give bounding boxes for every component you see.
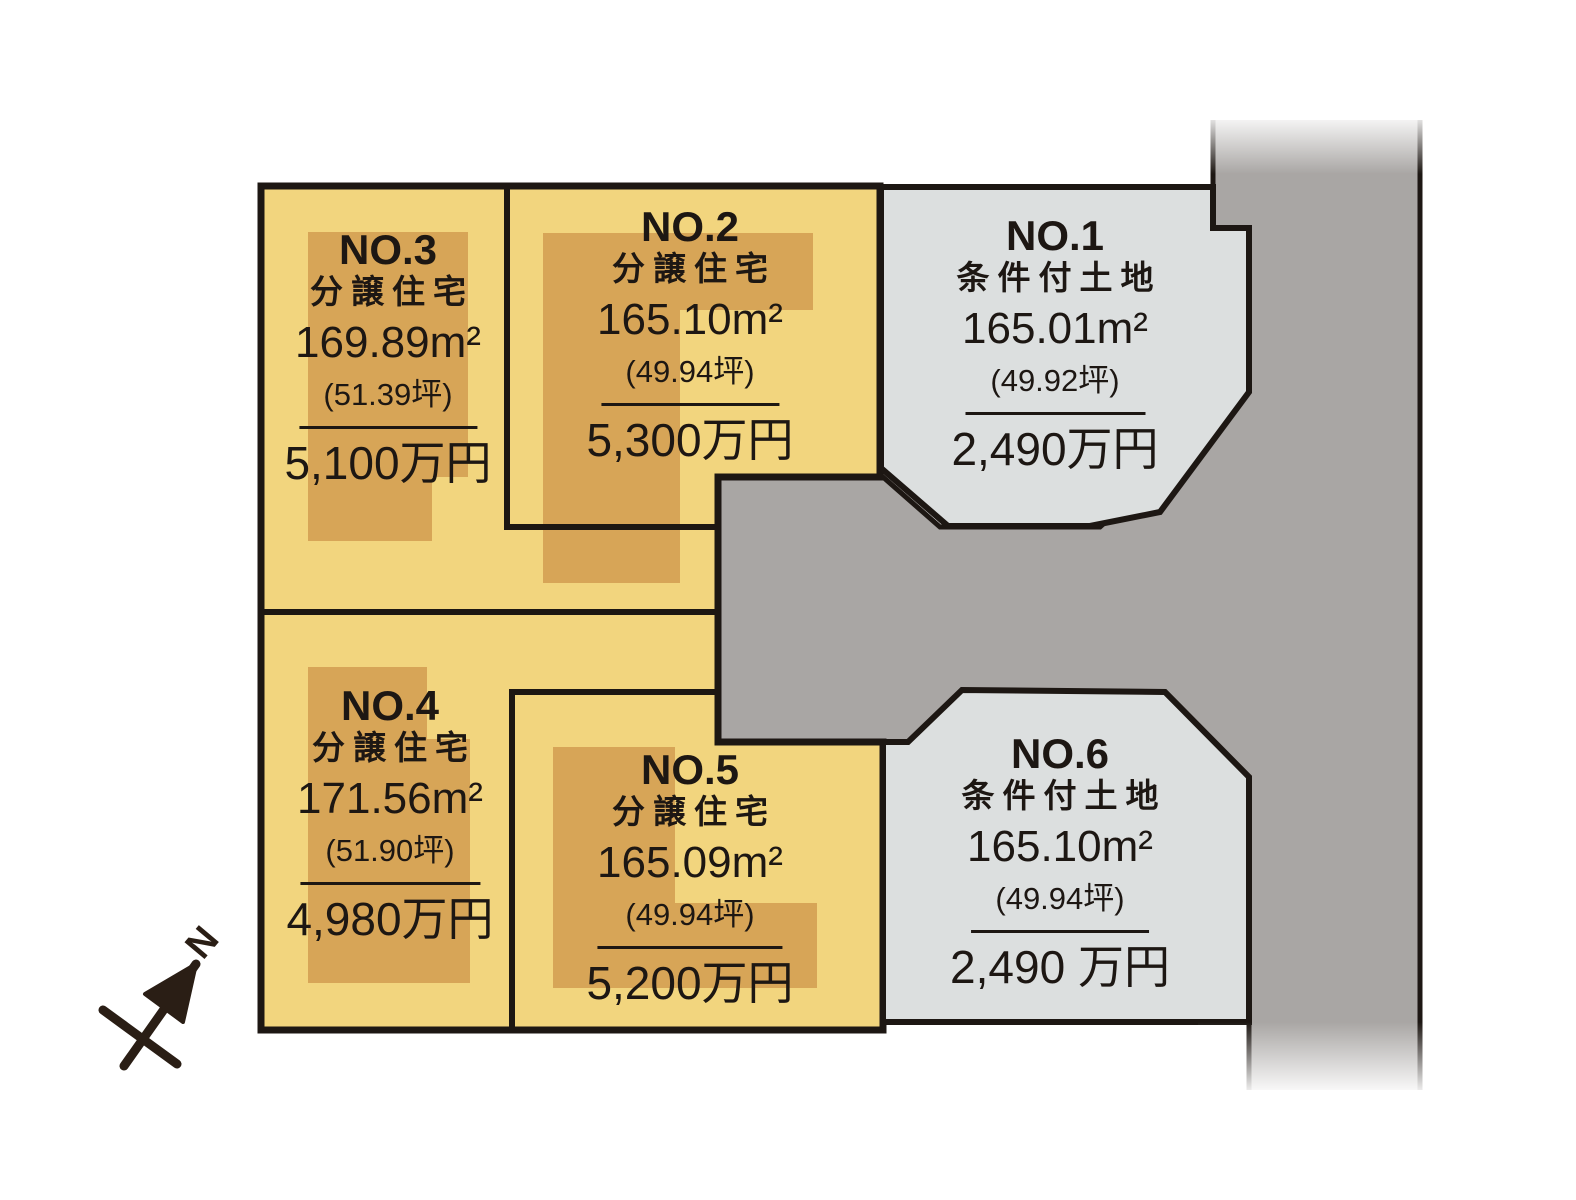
lot-area-tsubo: (51.90坪) [325,833,455,868]
lot-area-tsubo: (49.94坪) [995,881,1125,916]
lot-boundary-no4-no5 [509,689,718,1030]
divider [965,412,1145,415]
lot-price: 5,100万円 [284,437,492,489]
lot-number: NO.6 [1010,730,1110,777]
divider [601,403,779,406]
lot-type: 分譲住宅 [310,273,474,310]
lot-area-tsubo: (49.94坪) [625,897,755,932]
building-footprint-no3 [308,232,468,541]
lot-area: 165.10m² [967,822,1153,871]
lot-area: 171.56m² [297,774,483,823]
lot-number: NO.4 [340,682,440,729]
compass-north-label: N [178,919,228,967]
divider [299,426,477,429]
lot-number: NO.3 [338,226,438,273]
lot-number: NO.5 [640,746,740,793]
lot-area: 165.09m² [597,838,783,887]
lot-area-tsubo: (49.94坪) [625,354,755,389]
lot-area: 165.01m² [962,304,1148,353]
divider [597,946,783,949]
divider [300,882,480,885]
lot-label-no2: NO.2 分譲住宅 165.10m² (49.94坪) 5,300万円 [586,203,794,467]
lot-number: NO.1 [1005,212,1105,259]
lot-price: 4,980万円 [286,893,494,945]
building-footprint-no4 [308,667,470,983]
lot-type: 分譲住宅 [612,793,776,830]
lot-price: 5,300万円 [586,414,794,466]
lot-type: 分譲住宅 [612,250,776,287]
lot-price: 2,490 万円 [950,941,1170,993]
lot-type: 条件付土地 [961,777,1167,814]
lot-no6 [880,686,1252,1025]
lot-label-no3: NO.3 分譲住宅 169.89m² (51.39坪) 5,100万円 [284,226,492,490]
lot-area: 169.89m² [295,318,481,367]
lot-label-no5: NO.5 分譲住宅 165.09m² (49.94坪) 5,200万円 [586,746,794,1010]
lot-price: 5,200万円 [586,957,794,1009]
lot-type: 分譲住宅 [312,729,476,766]
road [718,120,1420,1090]
building-footprint-no5 [553,747,817,988]
lot-type: 条件付土地 [956,259,1162,296]
lot-area: 165.10m² [597,295,783,344]
lot-label-no4: NO.4 分譲住宅 171.56m² (51.90坪) 4,980万円 [286,682,494,946]
lot-boundary-no2-no3 [504,186,718,530]
lot-area-tsubo: (49.92坪) [990,363,1120,398]
divider [971,930,1149,933]
lot-label-no6: NO.6 条件付土地 165.10m² (49.94坪) 2,490 万円 [950,730,1170,994]
road-bottom-fade [1198,1022,1436,1096]
lot-price: 2,490万円 [951,423,1159,475]
lot-no1 [878,184,1252,529]
compass-north-icon: N [98,919,228,1071]
building-footprint-no2 [543,233,813,583]
road-top-fade [1198,112,1436,174]
lot-area-tsubo: (51.39坪) [323,377,453,412]
lot-label-no1: NO.1 条件付土地 165.01m² (49.92坪) 2,490万円 [949,212,1162,476]
lot-number: NO.2 [640,203,740,250]
